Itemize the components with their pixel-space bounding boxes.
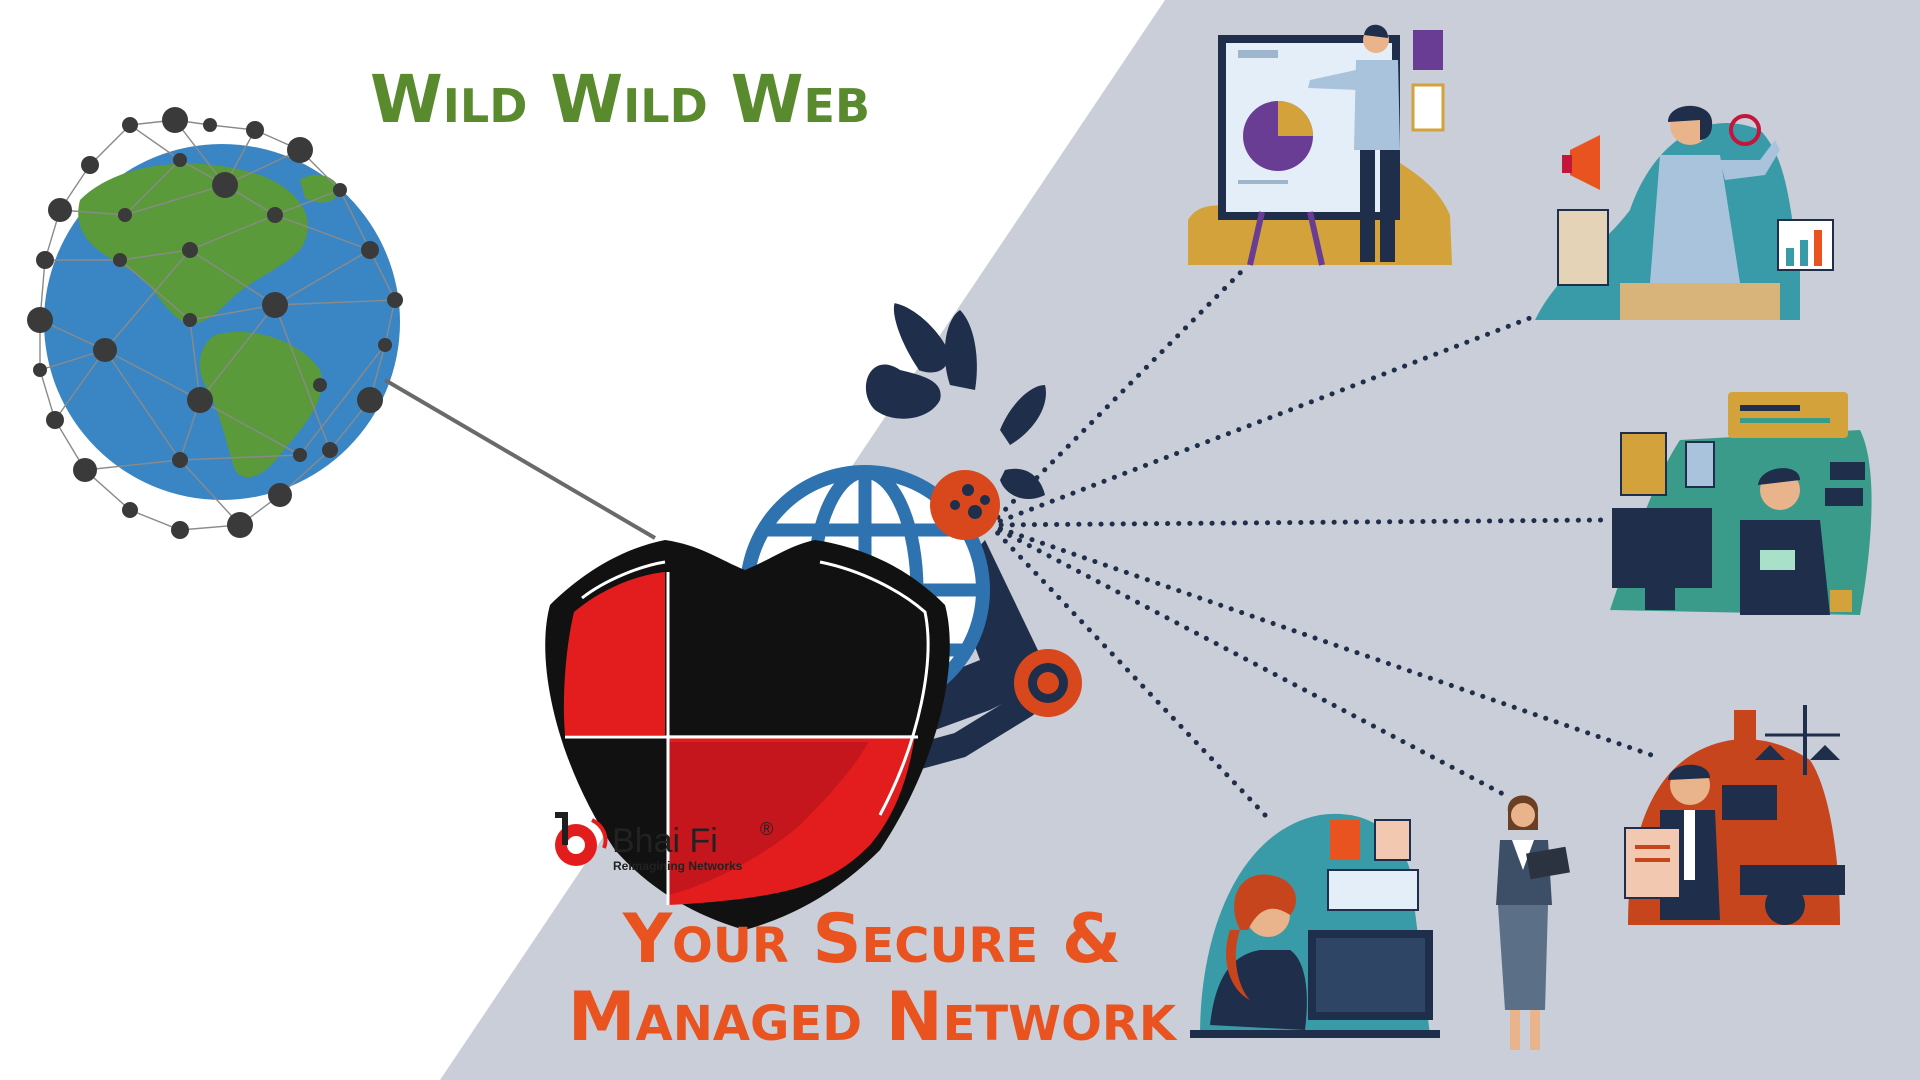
security-shield-icon [545, 540, 950, 930]
logo-tagline: Reimagining Networks [613, 859, 743, 873]
call-center-icon [1190, 813, 1440, 1038]
link-marketer [987, 315, 1533, 528]
network-links [987, 265, 1663, 818]
lawyer-icon [1624, 705, 1845, 925]
link-accountant [987, 517, 1608, 528]
title-secure-network-line1: Your Secure & [622, 900, 1121, 979]
accountant-icon [1610, 392, 1872, 615]
presenter-icon [1188, 24, 1452, 266]
link-office-woman [987, 522, 1508, 798]
bhaifi-logo: Bhai Fi ® Reimagining Networks [555, 812, 773, 873]
marketer-icon [1535, 105, 1834, 321]
link-lawyer [987, 522, 1663, 761]
title-secure-network-line2: Managed Network [568, 978, 1178, 1057]
logo-brand: Bhai Fi [612, 822, 718, 860]
office-woman-icon [1496, 795, 1570, 1050]
title-wild-wild-web: Wild Wild Web [370, 61, 870, 138]
link-call-center [987, 522, 1268, 818]
internet-connection-line [383, 378, 657, 540]
logo-registered: ® [760, 819, 773, 839]
bhaifi-logo-icon [555, 812, 608, 866]
link-presenter [987, 265, 1248, 528]
earth-network-icon [27, 107, 403, 539]
